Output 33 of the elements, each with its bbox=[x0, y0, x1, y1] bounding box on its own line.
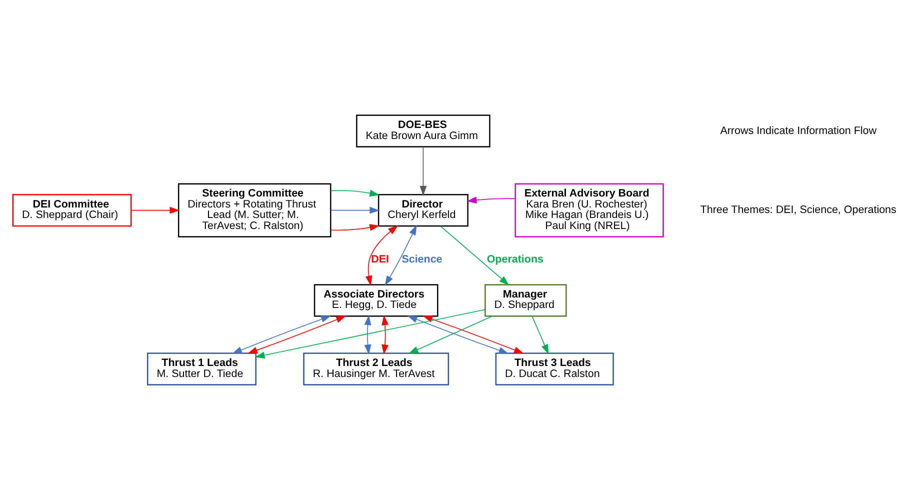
arrow bbox=[330, 224, 380, 231]
arrow bbox=[330, 190, 380, 197]
arrow bbox=[364, 315, 372, 355]
arrow bbox=[130, 206, 180, 214]
edge-label: DEI bbox=[371, 254, 390, 266]
arrow bbox=[382, 315, 388, 354]
arrow bbox=[532, 316, 549, 354]
label: Three Themes: DEI, Science, Operations bbox=[700, 204, 896, 216]
edge-label: Science bbox=[402, 254, 442, 266]
node-box: Director Cheryl Kerfeld bbox=[378, 194, 468, 227]
arrow bbox=[420, 146, 427, 196]
arrow bbox=[422, 316, 524, 354]
arrow bbox=[440, 226, 510, 286]
arrow bbox=[466, 196, 516, 204]
arrow bbox=[408, 316, 492, 354]
node-box: Associate Directors E. Hegg, D. Tiede bbox=[314, 284, 438, 317]
arrow bbox=[254, 309, 486, 359]
arrow bbox=[232, 316, 331, 354]
label: Arrows Indicate Information Flow bbox=[720, 124, 877, 137]
node-box: Manager D. Sheppard bbox=[484, 284, 567, 317]
node-box: Thrust 3 Leads D. Ducat C. Ralston bbox=[495, 352, 614, 386]
arrow bbox=[247, 316, 346, 354]
node-box: External Advisory Board Kara Bren (U. Rochester) Mike Hagan (Brandeis U.) Paul King (NREL) bbox=[514, 183, 664, 238]
node-box: Thrust 1 Leads M. Sutter D. Tiede bbox=[147, 352, 256, 386]
node-box: Steering Committee Directors + Rotating Thrust Lead (M. Sutter; M. TerAvest; C. Ralston) bbox=[178, 183, 332, 238]
arrow bbox=[407, 316, 509, 354]
node-box: DOE-BES Kate Brown Aura Gimm bbox=[356, 114, 490, 148]
arrow bbox=[384, 225, 417, 286]
node-box: DEI Committee D. Sheppard (Chair) bbox=[12, 194, 132, 227]
arrow bbox=[365, 225, 398, 286]
node-box: Thrust 2 Leads R. Hausinger M. TerAvest bbox=[303, 352, 450, 386]
edge-label: Operations bbox=[486, 254, 544, 266]
arrow bbox=[330, 206, 380, 214]
